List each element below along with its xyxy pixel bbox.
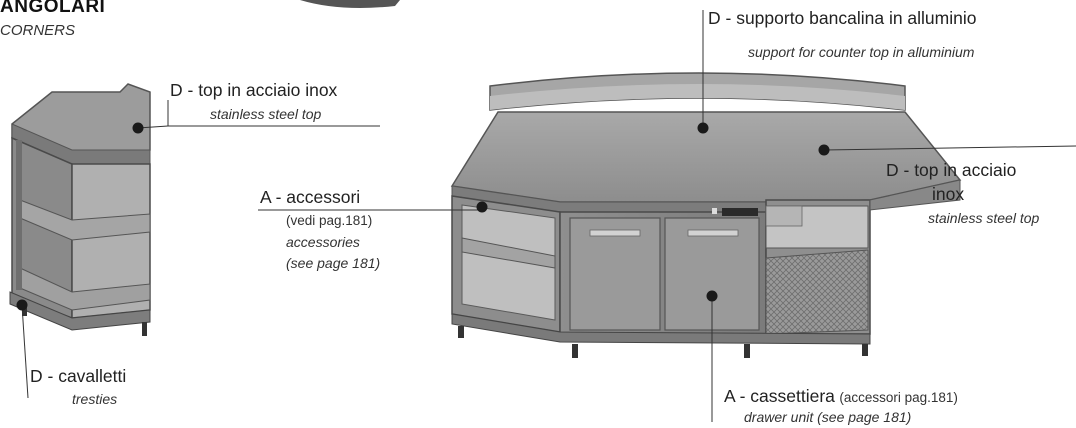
corner-top-label: D - top in acciaio inox [170,80,338,100]
support-translation: support for counter top in alluminium [748,44,975,60]
drawer-label-ref: (accessori pag.181) [839,390,958,405]
drawer-label-main: A - cassettiera [724,386,835,406]
accessories-translation-2: (see page 181) [286,255,381,271]
drawer-translation: drawer unit (see page 181) [744,409,912,425]
leader-dots [16,122,830,311]
drawer-label: A - cassettiera (accessori pag.181) [724,386,958,407]
section-subtitle: CORNERS [0,22,76,39]
trestles-label: D - cavalletti [30,366,127,386]
section-title: ANGOLARI [0,0,106,17]
accessories-label: A - accessori [260,187,361,207]
accessories-ref: (vedi pag.181) [286,213,373,228]
counter-unit [450,72,962,358]
accessories-translation-1: accessories [286,234,360,250]
support-label: D - supporto bancalina in alluminio [708,8,977,28]
corner-top-translation: stainless steel top [210,106,322,122]
leader-lines [21,10,1076,422]
main-top-label: D - top in acciaio [886,160,1017,180]
corner-unit [9,83,151,336]
decorative-shape [300,0,400,8]
trestles-translation: tresties [72,391,118,407]
main-top-translation: stainless steel top [928,210,1040,226]
main-top-label-cont: inox [932,184,965,204]
